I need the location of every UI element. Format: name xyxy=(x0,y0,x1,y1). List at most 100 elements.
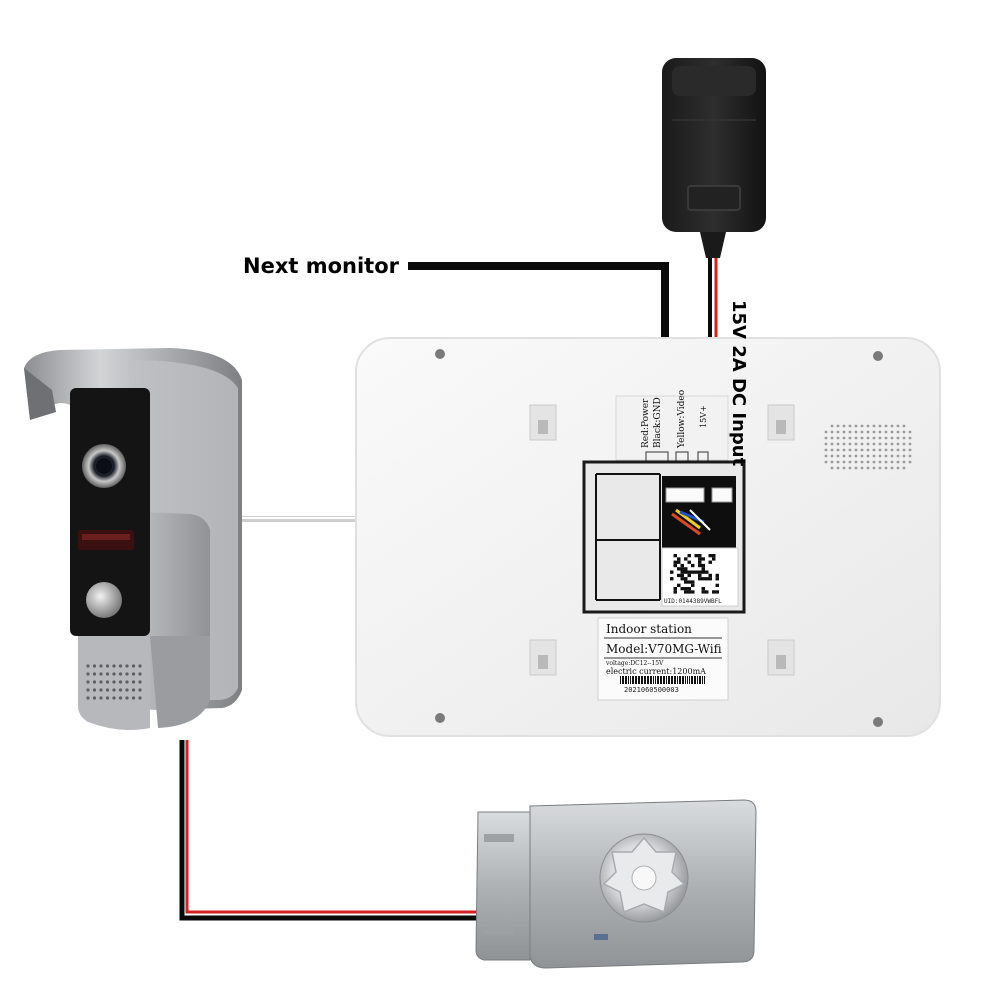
qr-module xyxy=(715,577,719,581)
grille-hole xyxy=(105,680,110,684)
barcode-bar xyxy=(668,676,670,684)
qr-module xyxy=(715,583,719,587)
qr-module xyxy=(677,557,681,561)
barcode-bar xyxy=(704,676,705,684)
label-black-gnd: Black:GND xyxy=(653,397,663,448)
grille-hole xyxy=(908,430,912,434)
barcode-bar xyxy=(620,676,621,684)
qr-module xyxy=(687,590,691,594)
grille-hole xyxy=(860,424,864,428)
screw-hole xyxy=(873,717,883,727)
barcode-bar xyxy=(689,676,690,684)
qr-module xyxy=(680,570,684,574)
grille-hole xyxy=(902,436,906,440)
grille-hole xyxy=(824,430,828,434)
qr-module xyxy=(673,563,677,568)
qr-module xyxy=(705,577,709,581)
grille-hole xyxy=(890,436,894,440)
connector-2pin xyxy=(711,487,733,503)
qr-module xyxy=(701,557,705,561)
grille-hole xyxy=(131,688,136,692)
grille-hole xyxy=(138,672,142,676)
grille-hole xyxy=(86,680,90,684)
grille-hole xyxy=(908,460,912,464)
grille-hole xyxy=(890,424,894,428)
grille-hole xyxy=(112,664,116,668)
grille-hole xyxy=(99,680,103,684)
barcode-bar xyxy=(657,676,659,684)
qr-module xyxy=(698,577,702,581)
qr-module xyxy=(708,560,712,564)
qr-uid: UID:0144389VWBFL xyxy=(664,598,722,605)
power-adapter xyxy=(662,58,766,258)
label-15v: 15V+ xyxy=(699,405,708,428)
qr-module xyxy=(684,590,688,594)
barcode-bar xyxy=(630,676,631,684)
qr-module xyxy=(684,587,688,591)
barcode-bar xyxy=(699,676,701,684)
qr-module xyxy=(673,554,677,558)
grille-hole xyxy=(896,448,900,452)
grille-hole xyxy=(866,460,870,464)
qr-module xyxy=(677,573,681,578)
grille-hole xyxy=(86,688,90,692)
grille-hole xyxy=(842,424,846,428)
grille-hole xyxy=(118,672,123,676)
qr-module xyxy=(680,577,684,581)
grille-hole xyxy=(878,460,882,464)
grille-hole xyxy=(854,442,858,446)
grille-hole xyxy=(99,664,103,668)
label-current: electric current:1200mA xyxy=(606,667,706,676)
grille-hole xyxy=(896,460,900,464)
grille-hole xyxy=(92,664,97,668)
grille-hole xyxy=(866,442,870,446)
grille-hole xyxy=(896,436,900,440)
barcode-bar xyxy=(671,676,673,684)
grille-hole xyxy=(860,448,864,452)
next-monitor-label: Next monitor xyxy=(243,254,400,278)
electric-lock xyxy=(475,799,757,969)
grille-hole xyxy=(131,696,136,700)
qr-module xyxy=(698,557,702,561)
grille-hole xyxy=(830,454,834,458)
grille-hole xyxy=(86,664,90,668)
barcode-bar xyxy=(691,676,693,684)
qr-module xyxy=(701,567,705,571)
grille-hole xyxy=(118,688,123,692)
lock-cable-black xyxy=(179,740,478,921)
grille-hole xyxy=(842,454,846,458)
barcode-bar xyxy=(694,676,696,684)
qr-module xyxy=(698,573,702,578)
grille-hole xyxy=(99,672,103,676)
call-button[interactable] xyxy=(86,582,122,618)
grille-hole xyxy=(830,466,834,470)
qr-module xyxy=(705,570,709,574)
grille-hole xyxy=(842,442,846,446)
grille-hole xyxy=(896,466,900,470)
qr-module xyxy=(708,573,712,578)
grille-hole xyxy=(836,436,840,440)
qr-module xyxy=(670,570,674,574)
qr-module xyxy=(673,587,677,591)
qr-module xyxy=(691,580,695,584)
grille-hole xyxy=(896,430,900,434)
grille-hole xyxy=(866,430,870,434)
qr-module xyxy=(680,567,684,571)
qr-code xyxy=(670,554,719,594)
grille-hole xyxy=(908,436,912,440)
grille-hole xyxy=(866,454,870,458)
grille-hole xyxy=(908,442,912,446)
grille-hole xyxy=(138,664,142,668)
doorbell-speaker-grille xyxy=(86,664,142,700)
grille-hole xyxy=(872,442,876,446)
grille-hole xyxy=(878,424,882,428)
screw-hole xyxy=(435,713,445,723)
grille-hole xyxy=(830,430,834,434)
grille-hole xyxy=(890,460,894,464)
grille-hole xyxy=(131,664,136,668)
grille-hole xyxy=(878,454,882,458)
grille-hole xyxy=(890,442,894,446)
grille-hole xyxy=(848,460,852,464)
grille-hole xyxy=(86,672,90,676)
grille-hole xyxy=(902,454,906,458)
